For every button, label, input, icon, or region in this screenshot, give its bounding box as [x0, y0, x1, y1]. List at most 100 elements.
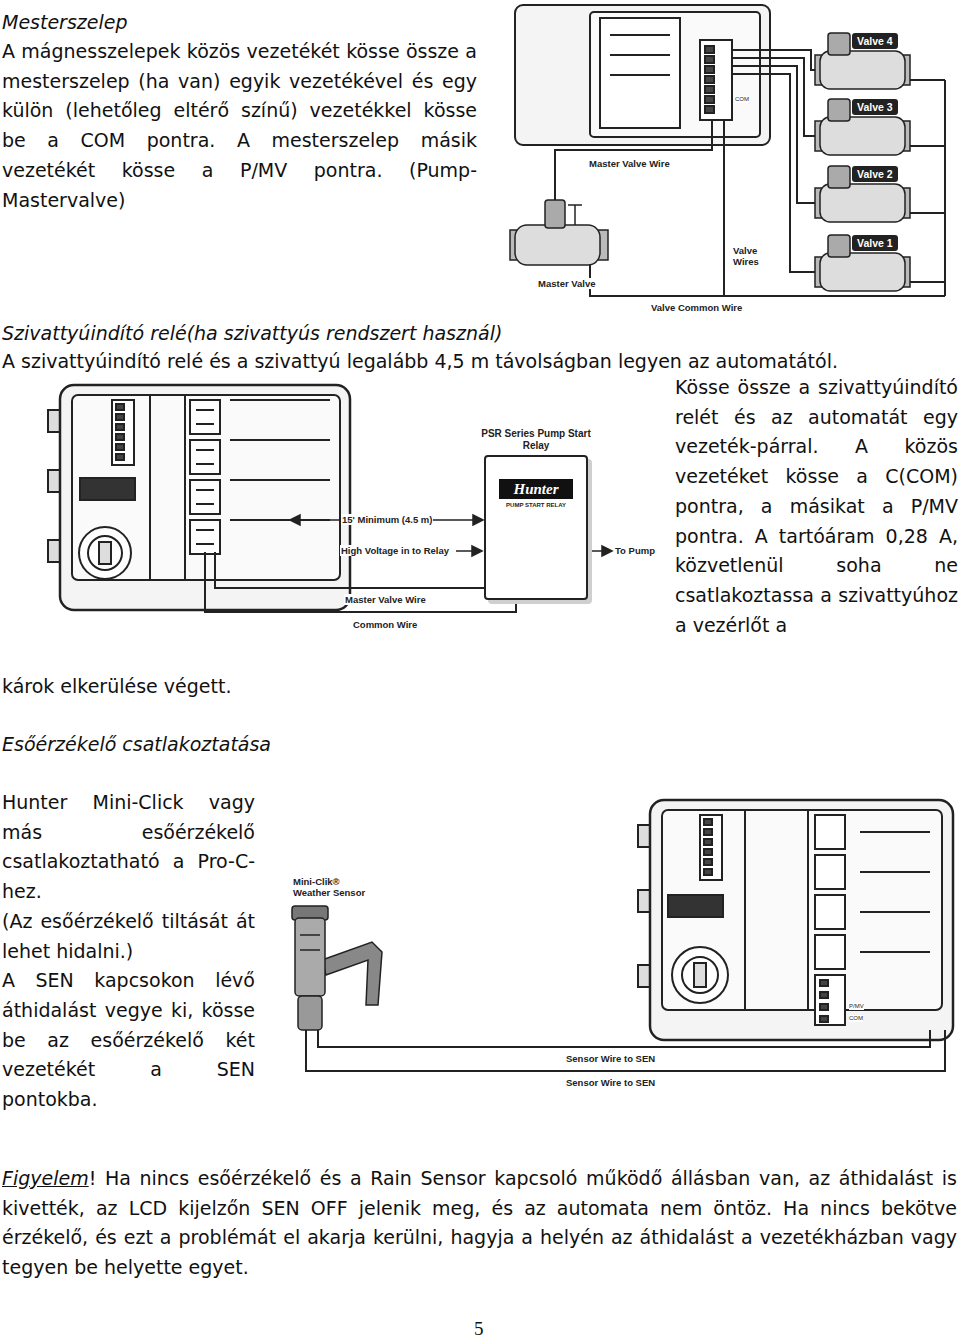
controller-housing [860, 831, 930, 833]
controller-housing [610, 34, 670, 36]
valve-tag: Valve 4 [852, 33, 898, 49]
controller-housing [662, 810, 942, 1010]
controller-housing [704, 849, 712, 855]
controller-housing [672, 947, 728, 1003]
controller-housing [79, 527, 131, 579]
text-block: COM [735, 96, 749, 103]
valve-symbol [828, 99, 850, 121]
controller-housing [668, 895, 723, 917]
valve-wires [732, 74, 815, 272]
text-block: COM [849, 1015, 863, 1022]
controller-housing [815, 855, 845, 889]
wire-label: Sensor Wire to SEN [566, 1077, 655, 1088]
relay-wires [205, 552, 516, 612]
page-number: 5 [474, 1318, 484, 1339]
common-wire [590, 265, 724, 296]
text-block: P/MV [849, 1003, 864, 1010]
sensor-wires [306, 1030, 945, 1071]
body-paragraph: A mágnesszelepek közös vezetékét kösse ö… [2, 40, 477, 211]
text-block: Sensor Wire to SEN [565, 1077, 656, 1088]
common-wire [905, 145, 945, 147]
text-block: Esőérzékelő csatlakoztatása [2, 730, 271, 760]
controller-housing [705, 86, 714, 93]
controller-housing [196, 489, 214, 491]
body-paragraph: Hunter Mini-Click vagy más esőérzékelő c… [2, 791, 255, 902]
node-title: Valve 4 [857, 35, 893, 47]
node-text: PUMP START RELAY [486, 502, 586, 509]
controller-housing [700, 40, 732, 120]
body-paragraph: károk elkerülése végett. [2, 675, 231, 697]
controller-housing [196, 463, 214, 465]
controller-housing [600, 18, 680, 128]
text-block: Kösse össze a szivattyúindító relét és a… [675, 373, 958, 640]
controller-housing [190, 480, 220, 514]
controller-housing [815, 975, 845, 1025]
master-valve-symbol [568, 204, 582, 206]
controller-housing [196, 409, 214, 411]
node-title: Valve 3 [857, 101, 893, 113]
valve-symbol [828, 33, 850, 55]
controller-housing [705, 96, 714, 103]
text-block: Mesterszelep [2, 8, 128, 38]
valve-wires [732, 66, 815, 203]
controller-housing [704, 859, 712, 865]
controller-housing [196, 423, 214, 425]
valve-symbol [820, 117, 905, 155]
controller-housing [650, 800, 953, 1040]
rain-sensor-symbol [292, 906, 382, 1030]
text-block: Szivattyúindító relé(ha szivattyús rends… [2, 319, 502, 349]
node-text: Hunter [499, 479, 573, 499]
relay-wires [215, 552, 500, 600]
wire-label: Sensor Wire to SEN [566, 1053, 655, 1064]
master-valve-wire [555, 120, 712, 200]
rain-sensor-symbol [295, 918, 325, 996]
controller-housing [860, 911, 930, 913]
controller-housing [80, 478, 135, 500]
controller-housing [820, 980, 828, 986]
section-heading: Mesterszelep [2, 11, 128, 33]
wire-label: Master Valve Wire [589, 158, 670, 169]
valve-tag: Valve 1 [852, 235, 898, 251]
common-wire [590, 80, 945, 296]
controller-housing [230, 399, 330, 401]
controller-housing [807, 810, 809, 1010]
wire-label: Valve Common Wire [651, 302, 742, 313]
controller-housing [860, 871, 930, 873]
controller-housing [184, 395, 186, 580]
controller-housing [704, 839, 712, 845]
text-block: Sensor Wire to SEN [565, 1053, 656, 1064]
body-paragraph: A szivattyúindító relé és a szivattyú le… [2, 350, 838, 372]
controller-housing [705, 56, 714, 63]
controller-housing [704, 829, 712, 835]
controller-housing [815, 935, 845, 969]
common-wire [905, 281, 945, 283]
rain-sensor-symbol [300, 949, 320, 951]
master-valve-symbol [574, 205, 576, 225]
body-paragraph: (Az esőérzékelő tiltását át lehet hidaln… [2, 907, 255, 966]
controller-housing [112, 400, 134, 465]
controller-housing [149, 395, 151, 580]
master-valve-symbol [510, 200, 608, 265]
body-paragraph: A SEN kapcsokon lévő áthidalást vegye ki… [2, 966, 255, 1115]
master-valve-symbol [515, 225, 600, 265]
controller-housing [48, 540, 60, 562]
controller-housing [88, 536, 122, 570]
controller-housing [638, 965, 650, 987]
controller-housing [815, 895, 845, 929]
common-wire [905, 212, 945, 214]
controller-housing [116, 414, 124, 420]
valve-symbol [815, 33, 910, 291]
master-valve-symbol [545, 200, 565, 228]
controller-housing [705, 106, 714, 113]
controller-housing [196, 529, 214, 531]
valve-symbol [820, 253, 905, 291]
text-block: 5 [474, 1318, 484, 1340]
node-title: Valve 2 [857, 168, 893, 180]
controller-housing [190, 400, 220, 434]
wire-label: Master Valve Wire [345, 594, 426, 605]
controller-housing [638, 890, 650, 912]
note-paragraph: Figyelem [2, 1167, 89, 1189]
controller-housing [700, 815, 722, 880]
controller-housing [190, 520, 220, 554]
